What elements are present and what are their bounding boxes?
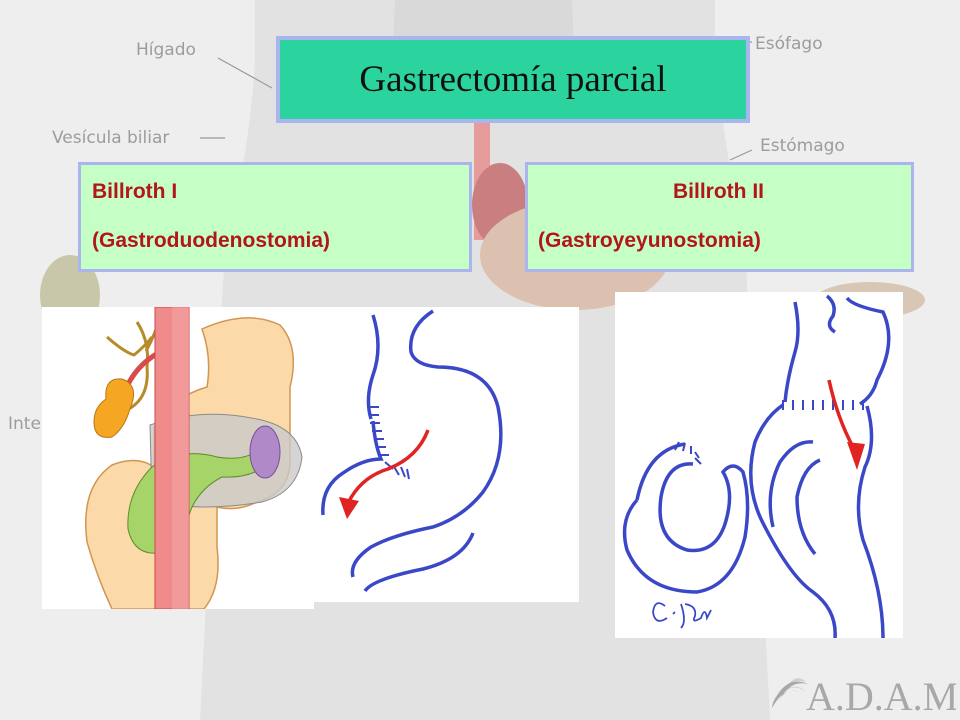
billroth-2-sketch <box>615 292 903 638</box>
billroth-1-procedure: (Gastroduodenostomia) <box>92 229 331 252</box>
svg-text:A.D.A.M.: A.D.A.M. <box>806 674 956 716</box>
stomach-outer-wall <box>845 296 891 406</box>
suture-line-1 <box>369 406 410 480</box>
title-box: Gastrectomía parcial <box>276 36 750 123</box>
flow-arrow <box>346 429 430 504</box>
duodenum-lower-wall <box>363 532 475 593</box>
anatomy-illustration <box>42 307 314 609</box>
spleen-shape <box>249 425 281 479</box>
afferent-loop-inner <box>795 458 821 556</box>
stomach-inner-wall <box>783 301 800 403</box>
stomach-label: Estómago <box>760 136 845 156</box>
billroth-2-name: Billroth II <box>673 180 764 203</box>
jejunum-outer-loop <box>749 403 837 638</box>
billroth-1-label-box: Billroth I (Gastroduodenostomia) <box>78 162 472 272</box>
jejunum-inner-loop <box>856 405 885 638</box>
gallbladder-shape <box>93 378 135 438</box>
stomach-inner-wall <box>350 309 503 578</box>
billroth-1-name: Billroth I <box>92 180 178 203</box>
duodenum-upper-wall <box>321 420 384 516</box>
billroth-2-procedure: (Gastroyeyunostomia) <box>538 229 761 252</box>
flow-arrow <box>827 379 855 448</box>
esophagus-label: Esófago <box>755 34 823 54</box>
artist-signature <box>652 602 712 629</box>
billroth-1-sketch <box>313 307 579 602</box>
flow-arrowhead <box>847 442 865 470</box>
aorta-highlight <box>172 307 189 609</box>
billroth-2-label-box: Billroth II (Gastroyeyunostomia) <box>525 162 914 272</box>
common-bile-duct <box>121 321 149 414</box>
afferent-loop-outer <box>768 440 814 528</box>
flow-arrowhead <box>339 497 359 519</box>
stump-sutures <box>674 441 702 465</box>
liver-label: Hígado <box>136 40 196 60</box>
page-title: Gastrectomía parcial <box>359 59 667 100</box>
gallbladder-label: Vesícula biliar <box>52 128 170 148</box>
intestine-label: Inte <box>8 414 41 434</box>
adam-logo: A.D.A.M. <box>772 674 956 716</box>
stomach-outer-wall <box>366 314 380 420</box>
stomach-left-wall <box>825 294 836 334</box>
